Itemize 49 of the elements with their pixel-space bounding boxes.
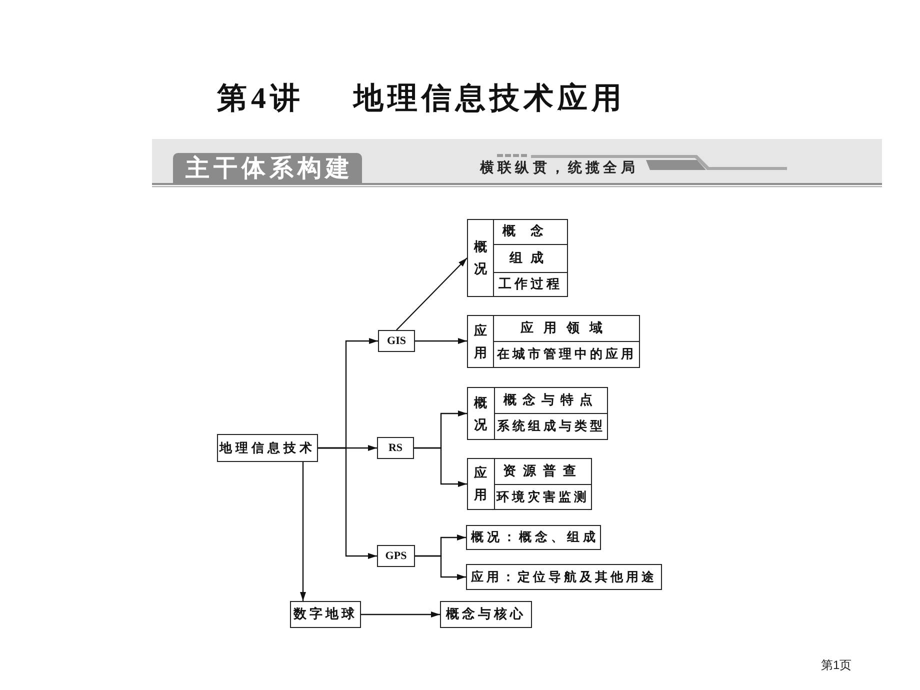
node-label: 概念与特点 [504, 392, 598, 408]
arrow [300, 462, 306, 601]
node-label: 数字地球 [294, 607, 358, 622]
node-label: 环境灾害监测 [496, 490, 590, 504]
process-box [217, 434, 318, 462]
category-box [467, 458, 592, 510]
node-label: 概念与核心 [446, 607, 526, 622]
page-title: 第4讲 地理信息技术应用 [217, 81, 626, 117]
process-box [466, 525, 601, 550]
node-label: 工作过程 [498, 277, 562, 292]
section-tab: 主干体系构建 [173, 153, 362, 183]
section-subtitle: 横联纵贯，统揽全局 [480, 159, 638, 177]
category-label: 概况 [474, 238, 487, 278]
arrow [415, 555, 466, 580]
process-box [377, 437, 414, 459]
node-label: 概念 [502, 224, 558, 239]
node-label: 组成 [510, 250, 552, 266]
node-label: 概况：概念、组成 [471, 530, 599, 545]
node-label: 在城市管理中的应用 [496, 347, 636, 362]
category-box [467, 387, 608, 440]
process-box [440, 601, 532, 628]
node-label: GIS [387, 334, 406, 348]
item-row [492, 244, 568, 272]
process-box [466, 564, 662, 590]
category-label: 应用 [474, 464, 487, 504]
category-box [467, 315, 640, 368]
arrow [414, 447, 467, 487]
arrow [318, 447, 377, 559]
page-number: 第1页 [821, 657, 852, 674]
node-label: 地理信息技术 [220, 440, 316, 456]
arrow [361, 612, 440, 618]
category-box [467, 219, 568, 297]
node-label: 应用领域 [520, 320, 612, 336]
node-label: RS [388, 442, 403, 454]
process-box [377, 545, 415, 567]
process-box [378, 330, 415, 352]
item-row [492, 340, 640, 368]
node-label: 系统组成与类型 [496, 419, 606, 434]
category-label: 应用 [474, 321, 487, 362]
arrow [396, 258, 468, 330]
arrow [415, 338, 467, 344]
item-row [494, 484, 592, 510]
process-box [290, 601, 361, 628]
node-label: 资源普查 [503, 464, 583, 478]
node-label: GPS [385, 550, 407, 562]
category-label: 概况 [474, 393, 487, 434]
item-row [494, 412, 608, 440]
item-row [492, 272, 568, 296]
node-label: 应用：定位导航及其他用途 [471, 570, 657, 584]
